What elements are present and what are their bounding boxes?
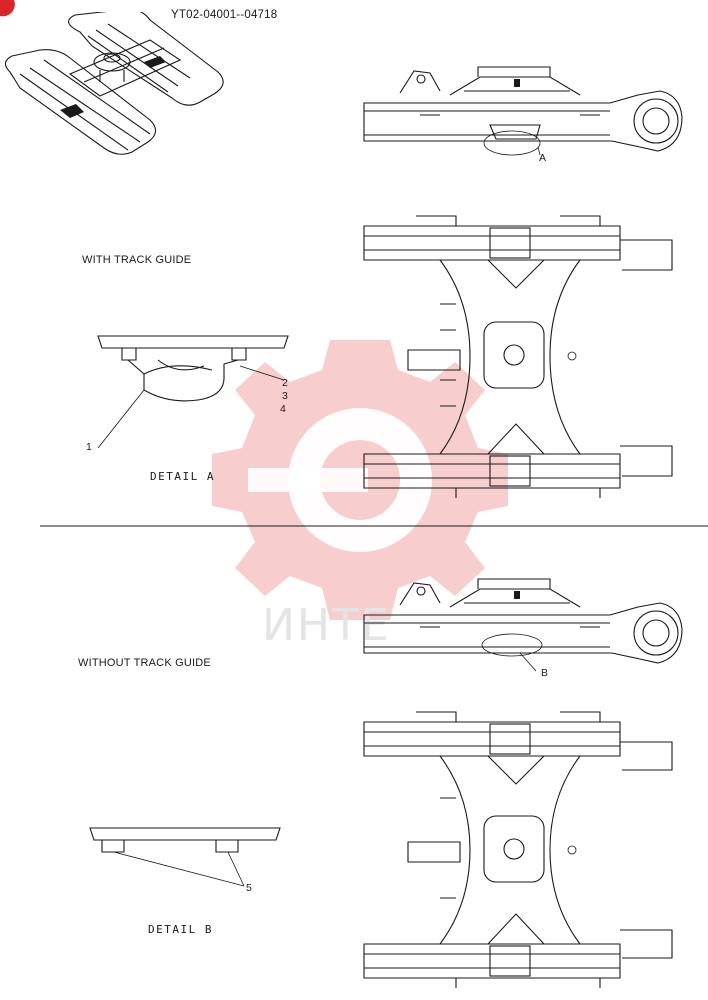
without-track-guide-title: WITHOUT TRACK GUIDE (78, 657, 211, 669)
serial-range-label: YT02-04001--04718 (171, 9, 278, 21)
detail-a-callout-4: 4 (280, 403, 287, 415)
detail-a-label: DETAIL A (150, 470, 215, 483)
detail-a-drawing (97, 335, 289, 449)
undercarriage-side-view-with-guide (363, 66, 683, 156)
side-view-callout-b: B (541, 667, 549, 679)
with-track-guide-title: WITH TRACK GUIDE (82, 254, 192, 266)
detail-a-callout-3: 3 (282, 390, 289, 402)
watermark-text: ИНТЕ (262, 600, 391, 651)
machine-overview-illustration (4, 12, 224, 155)
detail-a-callout-1: 1 (86, 441, 93, 453)
undercarriage-plan-view-without-guide (363, 711, 673, 988)
undercarriage-side-view-without-guide (363, 578, 683, 672)
detail-a-callout-2: 2 (282, 377, 289, 389)
corner-badge-icon (0, 0, 15, 17)
detail-b-label: DETAIL B (148, 923, 213, 936)
section-divider-line (40, 525, 708, 527)
side-view-callout-a: A (539, 152, 547, 164)
undercarriage-plan-view-with-guide (363, 215, 673, 498)
detail-b-drawing (89, 827, 281, 887)
detail-b-callout-5: 5 (246, 882, 253, 894)
